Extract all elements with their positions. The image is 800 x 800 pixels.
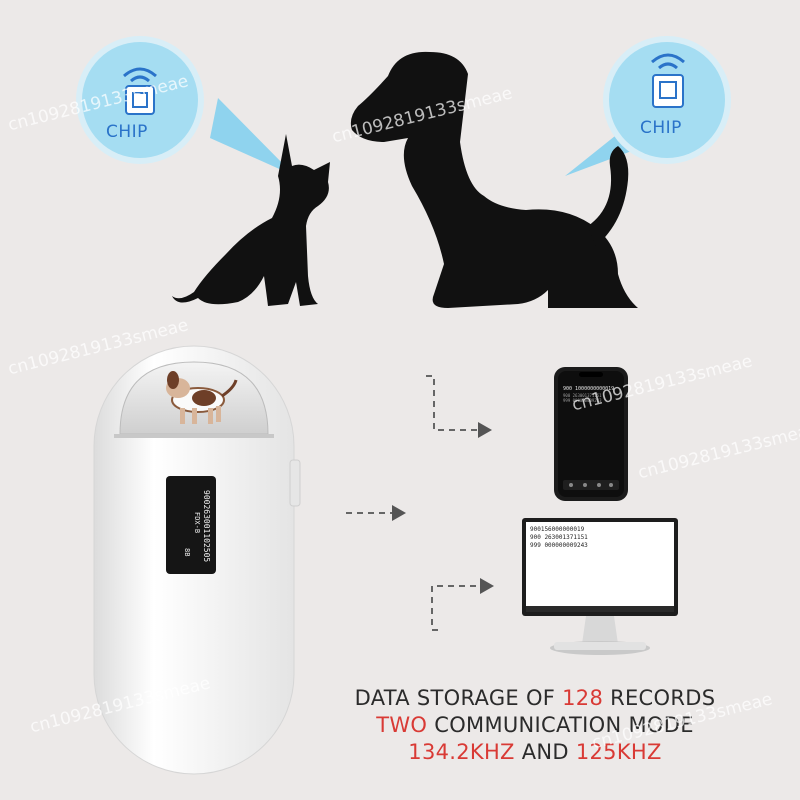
caption-records-count: 128 <box>562 686 604 710</box>
caption-mode-count: TWO <box>376 713 428 737</box>
dog-silhouette <box>350 51 638 308</box>
monitor-record-3: 999 000000009243 <box>530 542 588 549</box>
right-chip-icon <box>651 53 685 108</box>
monitor-record-1: 900156000000019 <box>530 526 585 533</box>
right-chip-label: CHIP <box>640 118 682 138</box>
phone-record-3: 999 000000009243 <box>563 398 602 403</box>
left-chip-label: CHIP <box>106 122 148 142</box>
caption-line-1: DATA STORAGE OF 128 RECORDS <box>330 684 740 712</box>
caption-and-text: AND <box>514 740 576 764</box>
desktop-monitor <box>522 518 678 655</box>
reader-device <box>93 345 301 775</box>
monitor-record-2: 900 263001371151 <box>530 534 588 541</box>
caption-frequency-2: 125KHZ <box>575 740 662 764</box>
phone-record-2: 900 263001371151 <box>563 393 602 398</box>
reader-dog-image <box>166 371 238 424</box>
cat-silhouette <box>172 134 330 306</box>
caption-frequency-1: 134.2KHZ <box>408 740 515 764</box>
caption-records-word: RECORDS <box>603 686 716 710</box>
caption-storage-text: DATA STORAGE OF <box>354 686 563 710</box>
caption-line-2: TWO COMMUNICATION MODE <box>330 711 740 739</box>
left-chip-icon <box>123 67 157 115</box>
caption-mode-text: COMMUNICATION MODE <box>427 713 694 737</box>
phone-record-1: 900 1000000000019 <box>563 386 615 392</box>
smartphone <box>554 367 628 501</box>
caption-line-3: 134.2KHZ AND 125KHZ <box>330 738 740 766</box>
